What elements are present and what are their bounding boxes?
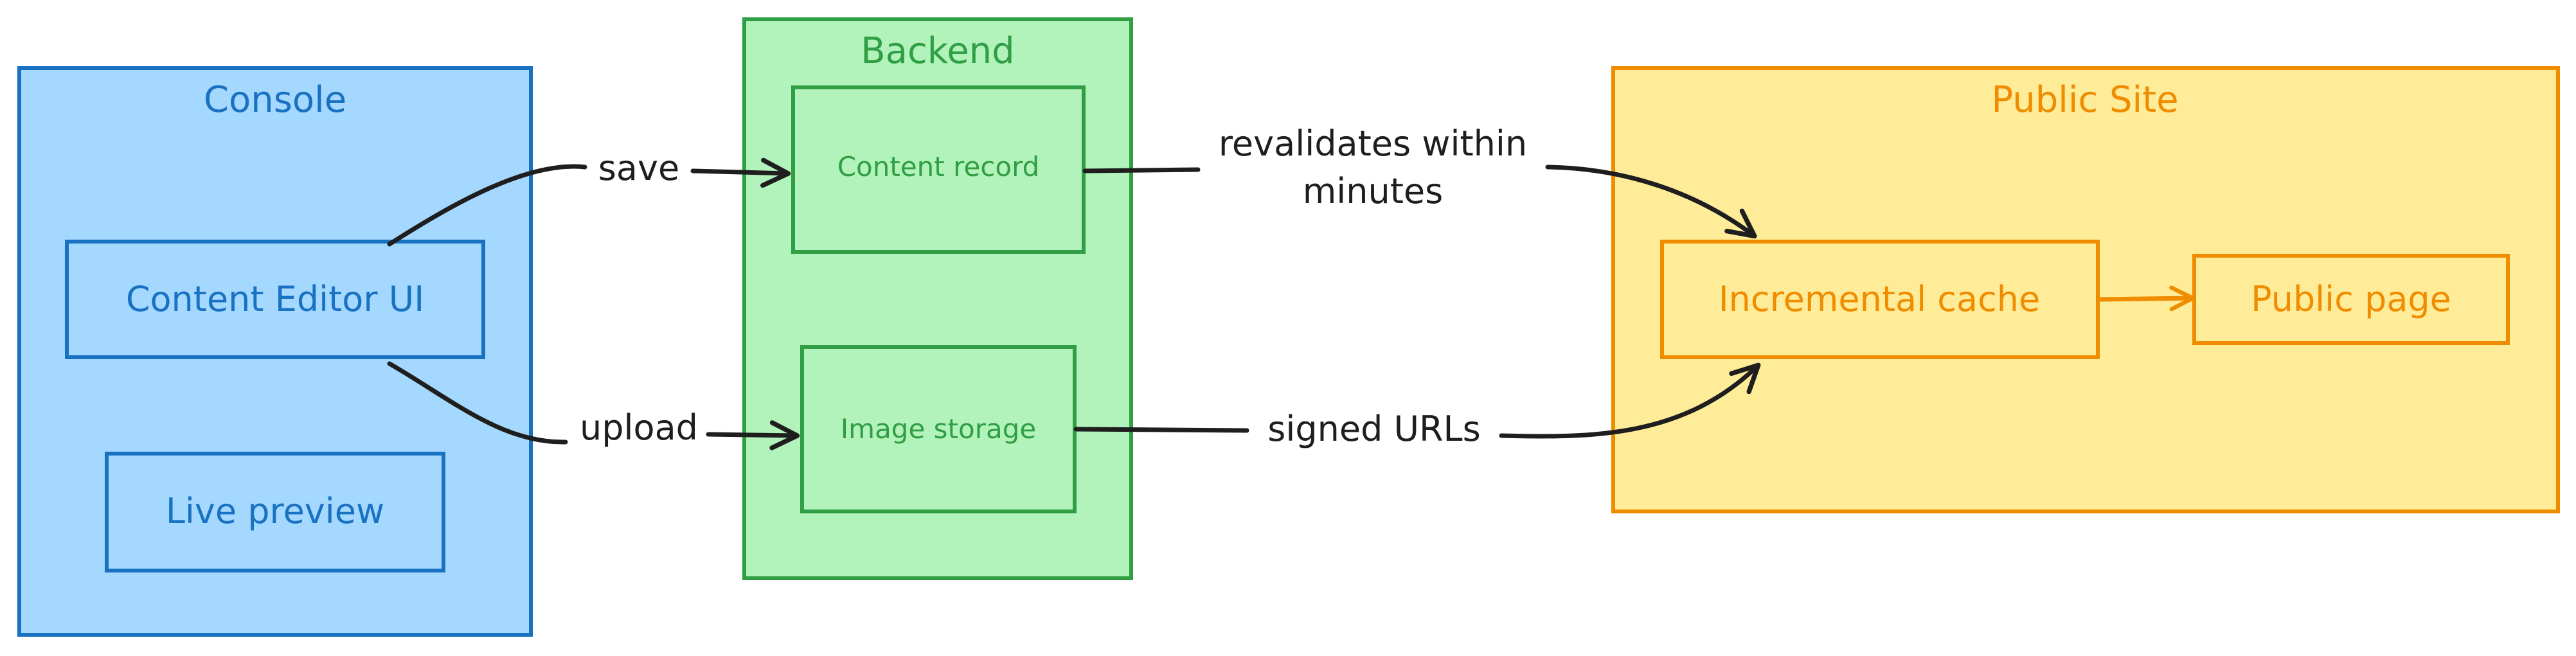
node-live-preview[interactable]: Live preview [105,452,445,572]
revalidates-arrow-in [1082,167,1201,173]
incremental-cache-label: Incremental cache [1719,279,2040,319]
save-arrow-in [387,164,587,247]
public-site-group-box [1611,66,2560,513]
group-console: Console Content Editor UI Live preview [17,66,533,637]
console-group-box [17,66,533,637]
edge-signed-urls: signed URLs [1073,362,1761,449]
revalidates-label-line1: revalidates within [1219,123,1527,164]
upload-label: upload [580,407,698,448]
public-page-label: Public page [2251,279,2451,319]
save-arrow-out [690,157,791,188]
upload-arrow-in [387,361,568,445]
node-content-editor[interactable]: Content Editor UI [65,240,485,359]
group-backend: Backend Content record Image storage [742,17,1133,580]
cache-to-page-arrow [2097,285,2196,312]
node-image-storage[interactable]: Image storage [800,345,1077,513]
live-preview-box[interactable] [105,452,445,572]
backend-title: Backend [861,30,1014,72]
content-record-label: Content record [837,151,1040,182]
signed-urls-arrow-out [1499,362,1761,439]
signed-urls-arrow-in [1073,427,1249,433]
revalidates-label-line2: minutes [1303,171,1444,211]
content-editor-box[interactable] [65,240,485,359]
public-site-title: Public Site [1991,79,2178,121]
backend-group-box [742,17,1133,580]
image-storage-label: Image storage [841,413,1036,445]
console-title: Console [204,79,346,121]
edge-save: save [387,148,791,247]
edge-revalidates: revalidates within minutes [1082,123,1757,239]
upload-arrow-out [706,420,800,450]
revalidates-arrow-out [1545,164,1757,239]
edge-upload: upload [387,361,800,450]
live-preview-label: Live preview [166,491,384,531]
group-public-site: Public Site Incremental cache Public pag… [1611,66,2560,513]
signed-urls-label: signed URLs [1267,409,1481,449]
content-editor-label: Content Editor UI [126,279,424,319]
save-label: save [598,148,679,188]
